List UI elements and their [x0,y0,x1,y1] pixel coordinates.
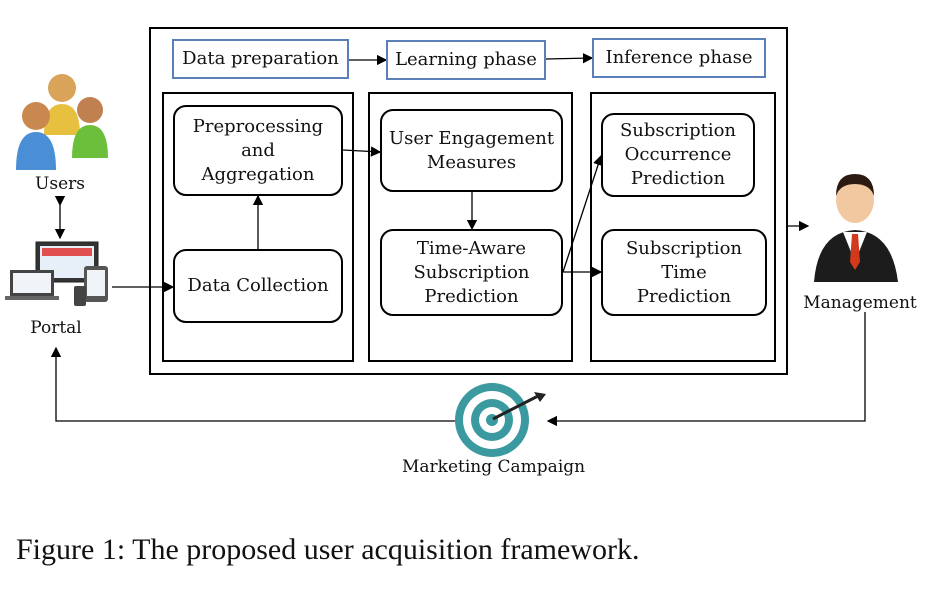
arrow-management-to-marketing [546,312,866,427]
phase-data-preparation: Data preparation [172,39,349,79]
target-icon [455,383,546,457]
phase-inference: Inference phase [592,38,766,78]
arrow-marketing-to-portal [50,346,455,422]
management-label: Management [803,293,917,313]
learning-panel [368,92,573,362]
time-aware-box: Time-Aware Subscription Prediction [380,229,563,316]
portal-label: Portal [30,318,82,338]
users-label: Users [35,174,85,194]
arrow-preprocessing-to-engagement [342,146,382,157]
figure-caption: Figure 1: The proposed user acquisition … [16,533,640,566]
inference-panel [590,92,776,362]
users-icon [16,74,108,170]
arrow-timeaware-to-occurrence [562,154,604,273]
marketing-label: Marketing Campaign [402,457,586,477]
user-engagement-box: User Engagement Measures [380,109,563,192]
phase-learning: Learning phase [386,40,546,80]
time-prediction-box: Subscription Time Prediction [601,229,767,316]
occurrence-box: Subscription Occurrence Prediction [601,113,755,197]
manager-icon [814,174,898,282]
preprocessing-box: Preprocessing and Aggregation [173,105,343,196]
portal-devices-icon [5,241,108,306]
framework-frame [149,27,788,375]
data-collection-box: Data Collection [173,249,343,323]
preparation-panel [162,92,354,362]
phase-arrow-2 [545,52,594,64]
